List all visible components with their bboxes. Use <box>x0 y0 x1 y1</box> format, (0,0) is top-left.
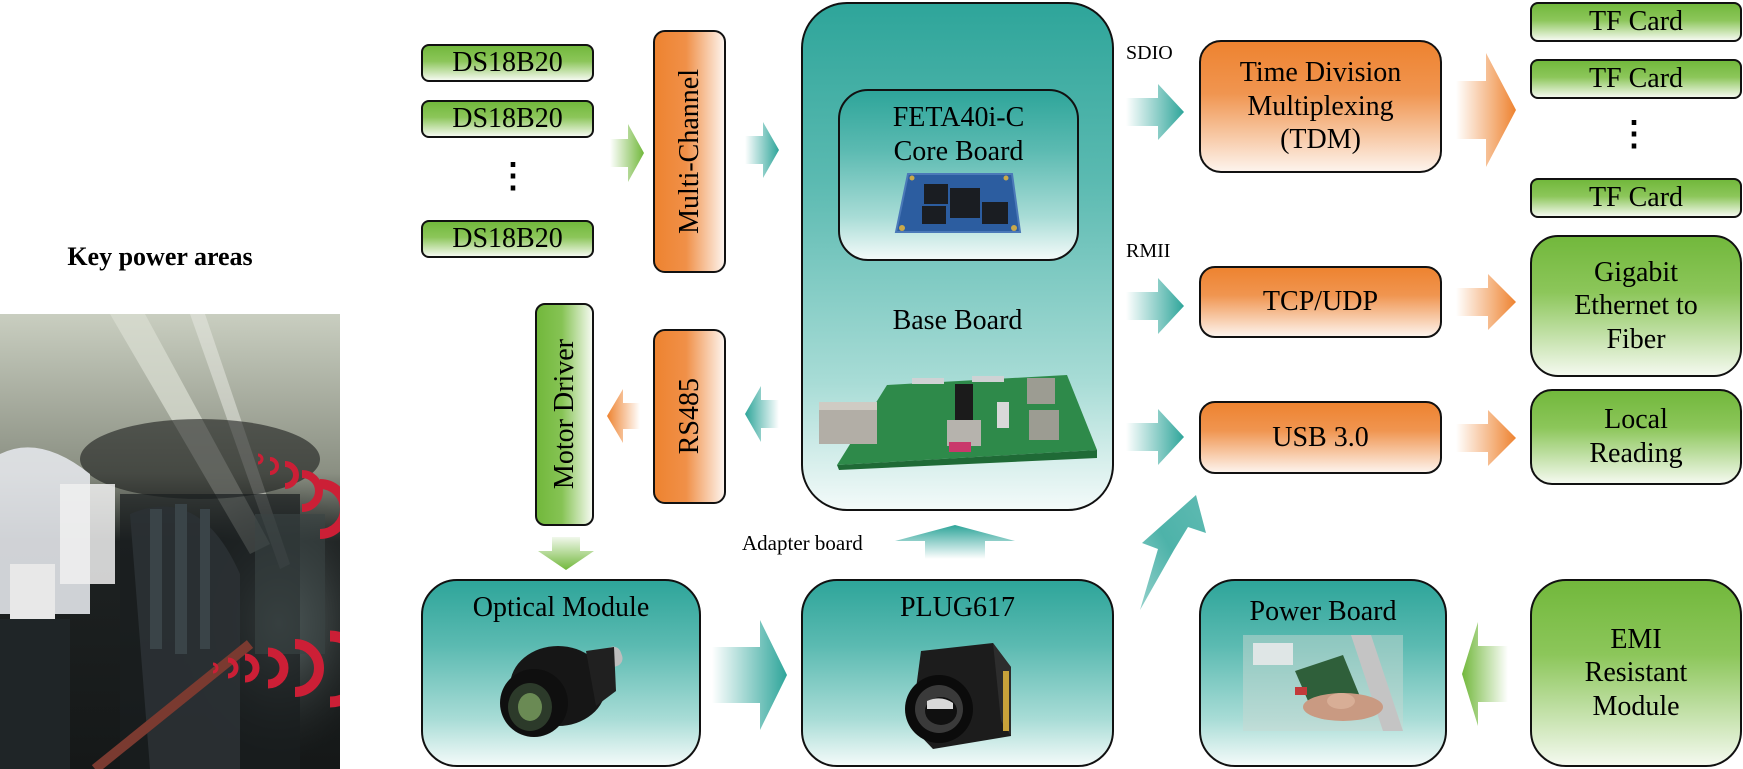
power-area-photo <box>0 314 340 769</box>
arrow-plug-to-mainboard <box>895 525 1015 559</box>
arrow-emi-to-power <box>1462 622 1508 726</box>
usb-block: USB 3.0 <box>1199 401 1442 474</box>
rs485-block: RS485 <box>653 329 726 504</box>
arrow-usb-to-local <box>1456 410 1516 466</box>
optical-module-label: Optical Module <box>472 592 650 623</box>
plug617-block: PLUG617 <box>801 579 1114 767</box>
arrow-optical-to-plug617 <box>712 620 787 730</box>
local-reading-block: Local Reading <box>1530 389 1742 485</box>
power-board-label: Power Board <box>1249 596 1397 627</box>
tdm-label-line1: Time Division <box>1239 57 1402 89</box>
gigabit-fiber-block: Gigabit Ethernet to Fiber <box>1530 235 1742 377</box>
tf-card-label: TF Card <box>1588 6 1684 38</box>
sensor-ds18b20-1: DS18B20 <box>421 44 594 82</box>
sensor-label: DS18B20 <box>452 103 563 135</box>
arrow-sdio-to-tdm <box>1126 84 1184 140</box>
motor-driver-label: Motor Driver <box>548 339 580 490</box>
optical-module-block: Optical Module <box>421 579 701 767</box>
scene-title: Key power areas <box>67 242 253 271</box>
motor-driver-block: Motor Driver <box>535 303 594 526</box>
optical-module-photo <box>500 645 623 737</box>
sensor-ds18b20-2: DS18B20 <box>421 100 594 138</box>
multi-channel-label: Multi-Channel <box>673 69 705 234</box>
sensor-label: DS18B20 <box>452 223 563 255</box>
local-reading-line2: Reading <box>1589 438 1683 469</box>
arrow-rs485-to-motor <box>607 389 640 443</box>
adapter-board-label: Adapter board <box>742 531 863 555</box>
tf-card-n: TF Card <box>1530 178 1742 218</box>
sensor-ellipsis: ⋮ <box>496 158 530 195</box>
tf-card-label: TF Card <box>1588 63 1684 95</box>
tdm-block: Time Division Multiplexing (TDM) <box>1199 40 1442 173</box>
signal-waves-lower-icon <box>212 630 340 708</box>
main-board-block: FETA40i-C Core Board Base Board <box>801 2 1114 511</box>
plug617-label: PLUG617 <box>899 592 1016 623</box>
emi-label-line1: EMI <box>1610 623 1662 655</box>
usb-label: USB 3.0 <box>1272 421 1369 453</box>
arrow-power-to-usb <box>1140 495 1206 610</box>
tdm-label-line2: Multiplexing <box>1247 90 1394 122</box>
gigabit-label-line2: Ethernet to <box>1574 290 1698 322</box>
arrow-tdm-to-tf <box>1456 53 1516 167</box>
arrow-tcp-to-gigabit <box>1456 274 1516 330</box>
arrow-rmii-to-tcp <box>1126 278 1184 334</box>
emi-label-line3: Module <box>1592 690 1680 722</box>
tf-card-label: TF Card <box>1588 182 1684 214</box>
base-board-photo <box>819 375 1097 470</box>
rmii-label: RMII <box>1126 240 1171 262</box>
sensor-label: DS18B20 <box>452 47 563 79</box>
core-board-photo <box>894 173 1021 234</box>
emi-resistant-block: EMI Resistant Module <box>1530 579 1742 767</box>
tcp-udp-block: TCP/UDP <box>1199 266 1442 338</box>
local-reading-line1: Local <box>1604 404 1668 436</box>
gigabit-label-line3: Fiber <box>1606 323 1666 355</box>
arrow-mainboard-to-rs485 <box>745 386 779 442</box>
base-board-label: Base Board <box>892 305 1023 336</box>
tf-card-ellipsis: ⋮ <box>1617 116 1651 153</box>
multi-channel-block: Multi-Channel <box>653 30 726 273</box>
tf-card-2: TF Card <box>1530 59 1742 99</box>
arrow-multichannel-to-mainboard <box>745 122 779 178</box>
tf-card-1: TF Card <box>1530 2 1742 42</box>
tdm-label-line3: (TDM) <box>1280 124 1361 156</box>
tcp-udp-label: TCP/UDP <box>1262 286 1379 318</box>
core-board-subtitle: Core Board <box>893 135 1024 167</box>
power-board-block: Power Board <box>1199 579 1447 767</box>
sdio-label: SDIO <box>1126 42 1173 64</box>
plug617-photo <box>904 642 1011 749</box>
core-board-block: FETA40i-C Core Board <box>838 89 1079 261</box>
gigabit-label-line1: Gigabit <box>1594 256 1678 288</box>
emi-label-line2: Resistant <box>1584 657 1688 689</box>
rs485-label: RS485 <box>673 378 705 455</box>
signal-waves-upper-icon <box>257 453 340 539</box>
power-board-photo <box>1243 634 1403 731</box>
arrow-motor-to-optical <box>538 537 594 570</box>
arrow-mainboard-to-usb <box>1126 409 1184 465</box>
core-board-name: FETA40i-C <box>892 102 1025 133</box>
arrow-sensors-to-multichannel <box>610 124 644 182</box>
sensor-ds18b20-n: DS18B20 <box>421 220 594 258</box>
